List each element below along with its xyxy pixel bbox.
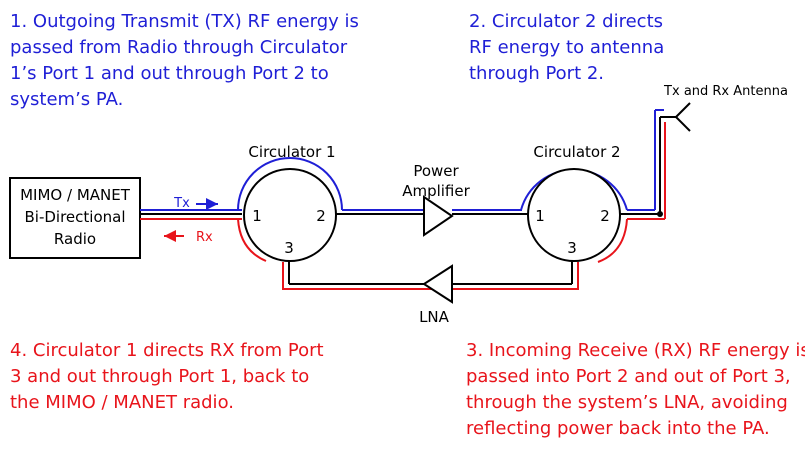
antenna-icon [660,102,691,132]
circulator-1-label: Circulator 1 [248,143,335,161]
note-circulator1-rx: 4. Circulator 1 directs RX from Port 3 a… [10,338,324,416]
note-line: 1’s Port 1 and out through Port 2 to [10,63,329,84]
note-tx-outgoing: 1. Outgoing Transmit (TX) RF energy is p… [10,9,359,113]
antenna-label: Tx and Rx Antenna [663,84,788,99]
circulator-2-port-3: 3 [567,239,577,257]
note-line: 3 and out through Port 1, back to [10,366,310,387]
lna-label: LNA [419,308,450,326]
note-line: passed into Port 2 and out of Port 3, [466,366,791,387]
circulator-2-port-1: 1 [535,207,545,225]
tx-arc-c1 [237,157,343,211]
note-line: the MIMO / MANET radio. [10,392,234,413]
note-line: through the system’s LNA, avoiding [466,392,788,413]
note-line: 3. Incoming Receive (RX) RF energy is [466,340,805,361]
circulator-2-port-2: 2 [600,207,610,225]
circulator-1-port-2: 2 [316,207,326,225]
note-line: system’s PA. [10,89,124,110]
note-line: through Port 2. [469,63,605,84]
radio-label-line: Radio [54,230,96,248]
note-rx-incoming: 3. Incoming Receive (RX) RF energy is pa… [466,338,805,442]
circulator-1-port-1: 1 [252,207,262,225]
power-amplifier-label-line: Amplifier [402,182,470,200]
note-line: RF energy to antenna [469,37,665,58]
rx-label: Rx [196,230,213,245]
note-line: 4. Circulator 1 directs RX from Port [10,340,324,361]
radio-box: MIMO / MANET Bi-Directional Radio [9,177,141,259]
note-line: 2. Circulator 2 directs [469,11,664,32]
radio-label-line: Bi-Directional [25,208,126,226]
circulator-2-label: Circulator 2 [533,143,620,161]
circulator-1-port-3: 3 [284,239,294,257]
note-circulator2-tx: 2. Circulator 2 directs RF energy to ant… [469,9,664,87]
rx-arc-c1 [237,218,267,262]
circulator-1: Circulator 1 1 2 3 [237,143,343,262]
rx-arc-c2 [597,218,628,263]
note-line: passed from Radio through Circulator [10,37,348,58]
power-amplifier [423,195,454,237]
junction-dot [657,211,663,217]
lna-amplifier [422,264,453,304]
tx-label: Tx [173,196,190,211]
note-line: 1. Outgoing Transmit (TX) RF energy is [10,11,359,32]
note-line: reflecting power back into the PA. [466,418,770,439]
power-amplifier-label-line: Power [413,162,459,180]
circulator-2: Circulator 2 1 2 3 [520,143,628,263]
radio-label-line: MIMO / MANET [20,186,131,204]
